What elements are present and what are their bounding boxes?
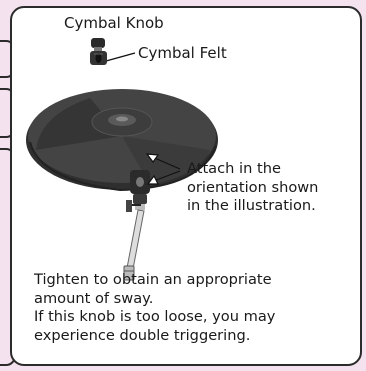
orientation-note-line: in the illustration.: [187, 197, 316, 215]
orientation-arrows: [145, 153, 181, 185]
tighten-note-line: Tighten to obtain an appropriate: [34, 271, 272, 288]
orientation-note: Attach in the orientation shown in the i…: [187, 160, 318, 216]
tighten-note-line: amount of sway.: [34, 289, 154, 307]
orientation-note-line: Attach in the: [187, 160, 281, 177]
tighten-note-line: experience double triggering.: [34, 326, 251, 344]
instruction-panel: [10, 6, 362, 366]
cymbal-knob-icon: [90, 38, 107, 65]
tighten-note-line: If this knob is too loose, you may: [34, 308, 276, 326]
orientation-note-line: orientation shown: [187, 178, 319, 196]
cymbal-knob-label: Cymbal Knob: [64, 14, 164, 32]
felt-leader-line: [105, 52, 136, 62]
cymbal-mount-icon: [123, 170, 150, 281]
cymbal-felt-label: Cymbal Felt: [138, 44, 227, 62]
tighten-note: Tighten to obtain an appropriate amount …: [34, 271, 275, 345]
